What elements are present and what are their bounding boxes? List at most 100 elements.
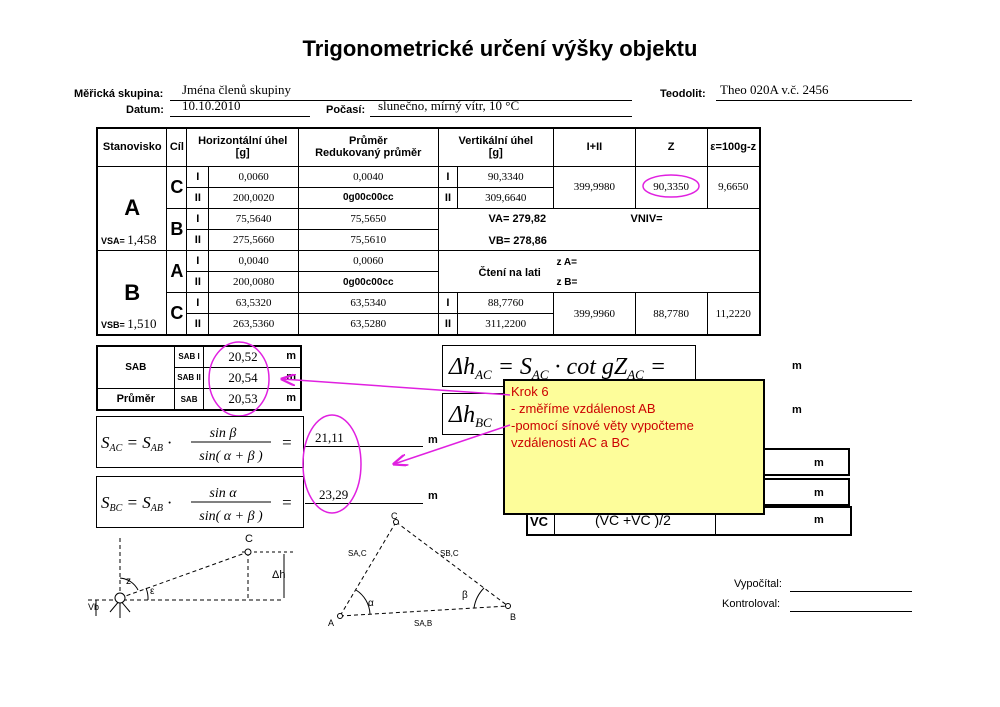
a-c-h2[interactable]: 200,0020 (208, 186, 300, 209)
sbc-value: 23,29 (319, 487, 349, 502)
va: VA= 279,82 (489, 213, 547, 225)
a-c-v1[interactable]: 90,3340 (457, 165, 555, 188)
dh-bc-unit: m (792, 404, 802, 416)
note-line-2: - změříme vzdálenost AB (511, 401, 656, 416)
b-c-v1[interactable]: 88,7760 (457, 292, 555, 315)
calc-label: Vypočítal: (734, 578, 782, 590)
b-c-h1[interactable]: 63,5320 (208, 292, 300, 315)
tri-c: C (391, 511, 398, 521)
b-c-v2[interactable]: 311,2200 (457, 313, 555, 336)
theodolite-label: Teodolit: (660, 88, 706, 100)
pos-i: I (186, 165, 210, 188)
target-a: A (166, 250, 188, 294)
h-mean2-text: Redukovaný průměr (315, 147, 422, 160)
h-vert: Vertikální úhel[g] (437, 127, 555, 167)
a-c-eps[interactable]: 9,6650 (706, 165, 761, 209)
v-pos-ii: II (437, 313, 459, 336)
diagram-vb: Vb (88, 602, 99, 612)
tri-b: B (510, 612, 516, 622)
b-c-m1[interactable]: 63,5340 (298, 292, 439, 315)
a-c-sum[interactable]: 399,9980 (553, 165, 636, 209)
h-target: Cíl (166, 127, 188, 167)
b-c-m2[interactable]: 63,5280 (298, 313, 439, 336)
h-station: Stanovisko (96, 127, 168, 167)
a-c-v2[interactable]: 309,6640 (457, 186, 555, 209)
station-a-label: A (124, 195, 141, 221)
svg-text:SBC = SAB ·: SBC = SAB · (101, 493, 171, 514)
a-c-z[interactable]: 90,3350 (634, 165, 708, 209)
b-c-sum[interactable]: 399,9960 (553, 292, 636, 336)
sab-mean-unit: m (286, 392, 296, 405)
h-vert-text: Vertikální úhel (458, 135, 534, 148)
date-field[interactable]: 10.10.2010 (170, 98, 310, 117)
a-c-z-value: 90,3350 (653, 181, 689, 194)
vsa: VSA= 1,458 (101, 232, 157, 248)
weather-field[interactable]: slunečno, mírný vítr, 10 °C (370, 98, 632, 117)
b-c-z[interactable]: 88,7780 (634, 292, 708, 336)
svg-text:=: = (281, 433, 292, 452)
theodolite-field[interactable]: Theo 020A v.č. 2456 (716, 82, 912, 101)
station-a: A VSA= 1,458 (96, 165, 168, 252)
a-b-m2[interactable]: 75,5610 (298, 228, 439, 252)
sab-highlight-ellipse (208, 341, 270, 417)
weather-value: slunečno, mírný vítr, 10 °C (378, 98, 520, 113)
b-a-m2: 0g00c00cc (298, 271, 439, 294)
mean-sub: SAB (173, 388, 205, 411)
a-c-m2: 0g00c00cc (298, 186, 439, 209)
check-field[interactable] (790, 598, 912, 612)
h-eps: ε=100g-z (706, 127, 761, 167)
vc-unit-2: m (814, 487, 824, 499)
a-c-h1[interactable]: 0,0060 (208, 165, 300, 188)
note-line-3: -pomocí sínové věty vypočteme (511, 418, 694, 433)
sab-mean-value: 20,53 (228, 391, 258, 407)
sab-mean-cell[interactable]: 20,53 m (203, 388, 302, 411)
a-b-h2[interactable]: 275,5660 (208, 228, 300, 252)
sbc-formula: SBC = SAB · sin α sin( α + β ) = (101, 486, 292, 524)
triangle-diagram: C A B SA,C SB,C SA,B α β (328, 511, 516, 628)
b-c-h2[interactable]: 263,5360 (208, 313, 300, 336)
vb-text: VB= 278,86 (488, 234, 547, 247)
group-field[interactable]: Jména členů skupiny (170, 82, 632, 101)
b-a-m1[interactable]: 0,0060 (298, 250, 439, 273)
b-c-eps[interactable]: 11,2220 (706, 292, 761, 336)
vsb-value: 1,510 (127, 316, 157, 331)
calc-field[interactable] (790, 578, 912, 592)
check-label: Kontroloval: (722, 598, 781, 610)
group-value: Jména členů skupiny (182, 82, 292, 97)
a-b-h1[interactable]: 75,5640 (208, 207, 300, 230)
page-title: Trigonometrické určení výšky objektu (302, 36, 698, 61)
cteni-label: Čtení na lati (478, 267, 541, 280)
svg-text:ΔhAC = SAC · cot gZAC =: ΔhAC = SAC · cot gZAC = (448, 354, 666, 382)
tri-alpha: α (368, 598, 374, 609)
sab-label: SAB (96, 345, 175, 390)
va-vb-block: VA= 279,82 VB= 278,86 VNIV= (437, 207, 761, 252)
vsb-label: VSB= (101, 320, 125, 330)
vc-result-cell[interactable]: m (714, 508, 850, 534)
diagram-dh: Δh (272, 569, 285, 581)
tri-a: A (328, 618, 334, 628)
vc-label: VC (530, 514, 549, 529)
date-value: 10.10.2010 (182, 98, 241, 113)
va-text: VA= 279,82 (488, 212, 547, 225)
h-horiz: Horizontální úhel[g] (186, 127, 300, 167)
sbc-unit: m (428, 490, 438, 502)
step-note: Krok 6 - změříme vzdálenost AB -pomocí s… (503, 379, 765, 515)
svg-text:=: = (281, 493, 292, 512)
group-label: Měřická skupina: (74, 88, 164, 100)
sbc-field[interactable]: 23,29 (305, 487, 423, 504)
tri-sab: SA,B (414, 619, 432, 628)
sab1-value: 20,52 (228, 348, 258, 364)
a-c-m1[interactable]: 0,0040 (298, 165, 439, 188)
a-b-m1[interactable]: 75,5650 (298, 207, 439, 230)
vc-unit-1: m (814, 457, 824, 469)
b-a-h2[interactable]: 200,0080 (208, 271, 300, 294)
b-a-h1[interactable]: 0,0040 (208, 250, 300, 273)
pos-i: I (186, 207, 210, 230)
svg-text:ΔhBC: ΔhBC (448, 402, 492, 430)
dh-ac-box: ΔhAC = SAC · cot gZAC = (442, 345, 696, 387)
v-pos-i: I (437, 165, 459, 188)
mean-label: Průměr (96, 388, 175, 411)
sac-field[interactable]: 21,11 (305, 430, 423, 447)
dh-ac-formula: ΔhAC = SAC · cot gZAC = (448, 354, 666, 382)
